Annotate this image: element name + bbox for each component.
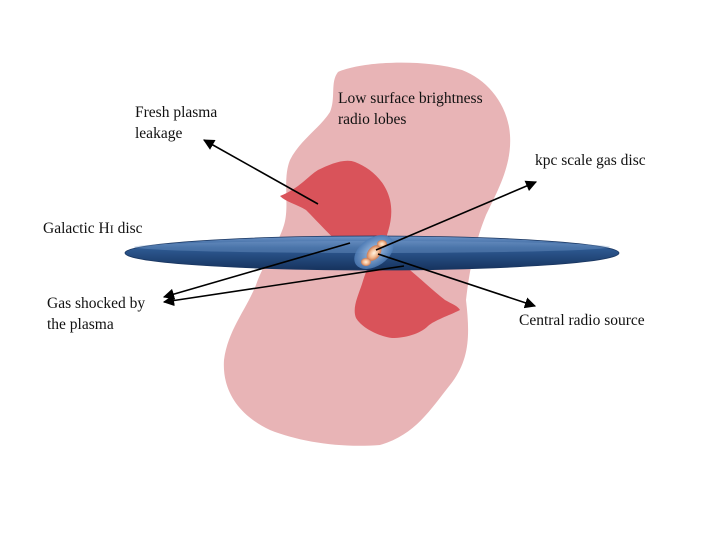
label-galactic-disc-text: Galactic HI disc <box>43 220 143 237</box>
label-galactic-prefix: Galactic H <box>43 220 110 237</box>
label-gas-shocked-line2: the plasma <box>47 316 114 333</box>
arrow-fresh-plasma <box>203 139 319 205</box>
arrow-kpc-disc <box>375 180 538 251</box>
label-galactic-rest: disc <box>113 220 143 237</box>
label-kpc-disc: kpc scale gas disc <box>535 150 646 171</box>
label-central-source-text: Central radio source <box>519 312 645 329</box>
label-kpc-disc-text: kpc scale gas disc <box>535 152 646 169</box>
label-galactic-disc: Galactic HI disc <box>43 218 143 240</box>
label-fresh-plasma-line2: leakage <box>135 125 183 142</box>
arrow-gas-shocked-lower <box>162 265 405 307</box>
label-low-surface: Low surface brightness radio lobes <box>338 88 483 130</box>
central-source-jet-lower <box>361 258 371 266</box>
arrow-gas-shocked-upper <box>162 242 351 300</box>
inner-plasma-lower <box>354 262 460 338</box>
label-gas-shocked: Gas shocked by the plasma <box>47 293 145 335</box>
inner-plasma-upper <box>280 160 392 254</box>
label-fresh-plasma-line1: Fresh plasma <box>135 104 218 121</box>
label-low-surface-line2: radio lobes <box>338 111 407 128</box>
label-fresh-plasma: Fresh plasma leakage <box>135 102 217 144</box>
arrow-central-source <box>377 253 537 309</box>
label-gas-shocked-line1: Gas shocked by <box>47 295 146 312</box>
label-central-source: Central radio source <box>519 310 645 331</box>
label-low-surface-line1: Low surface brightness <box>338 90 483 107</box>
label-galactic-suffix: I <box>109 222 114 236</box>
